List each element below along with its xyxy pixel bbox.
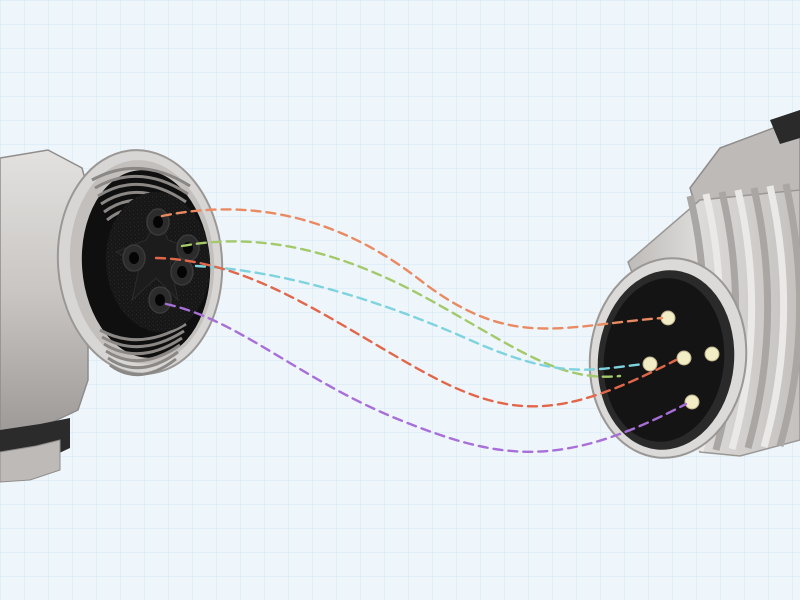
male-thread-groove — [776, 183, 800, 447]
female-socket-hole — [155, 294, 165, 306]
male-thread-groove — [760, 185, 788, 448]
male-thread-groove — [728, 189, 756, 450]
m12-male-plug-icon — [588, 110, 800, 459]
female-socket-hole — [129, 252, 139, 264]
female-thread-line — [103, 336, 183, 356]
wire-2-to-2 — [180, 240, 622, 378]
wire-connections — [154, 208, 688, 453]
wire-4-to-4 — [154, 256, 678, 408]
female-thread-line — [105, 343, 181, 363]
male-pin-4 — [704, 346, 720, 362]
female-thread-line — [99, 322, 187, 342]
female-socket-hole — [153, 216, 163, 228]
female-thread-line — [91, 166, 191, 188]
female-thread-line — [109, 357, 177, 377]
male-pin-3 — [676, 350, 692, 366]
female-sockets — [122, 208, 200, 314]
male-thread-groove — [744, 187, 772, 449]
female-base-collar — [0, 439, 61, 483]
female-socket-hole — [177, 266, 187, 278]
male-pin-2 — [642, 356, 658, 372]
wire-1-to-1 — [160, 208, 664, 330]
male-pins — [642, 310, 720, 410]
female-thread-line — [101, 329, 185, 349]
wire-5-to-5 — [164, 302, 688, 453]
female-thread-line — [94, 174, 189, 196]
m12-female-socket-icon — [0, 149, 224, 483]
male-rear-ring — [770, 110, 800, 144]
female-thread-line — [107, 350, 179, 370]
wire-3-to-3 — [194, 264, 646, 371]
female-thread-line — [97, 182, 187, 204]
female-internal-threads — [91, 166, 191, 377]
male-pin-5 — [684, 394, 700, 410]
